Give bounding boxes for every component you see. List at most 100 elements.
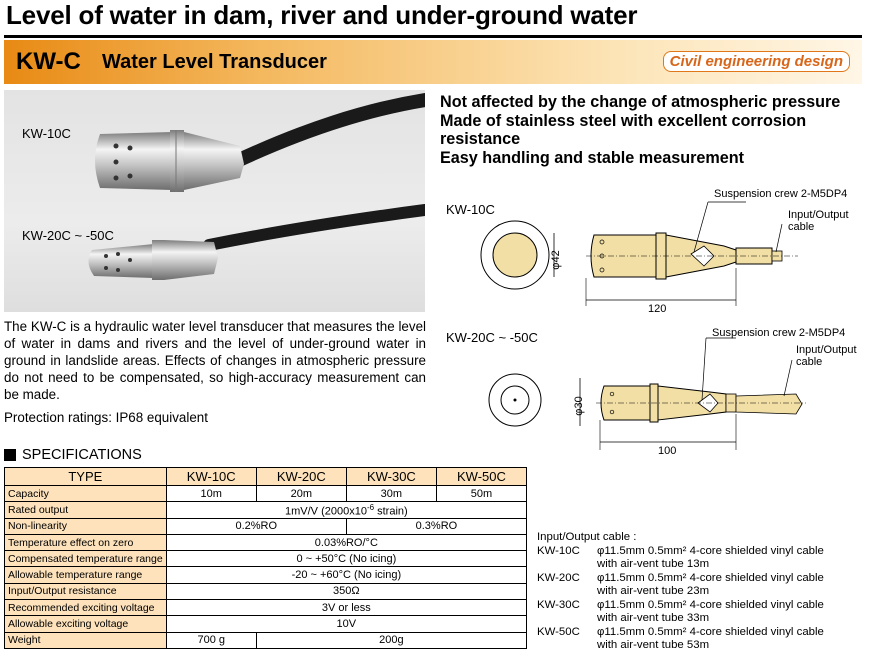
table-row: Non-linearity 0.2%RO 0.3%RO <box>4 517 528 535</box>
dimension-drawings: KW-10C φ42 120 Suspension crew 2-M5DP4 I… <box>436 180 866 465</box>
cable-desc: φ11.5mm 0.5mm² 4-core shielded vinyl cab… <box>597 572 867 599</box>
sensor-kw20c <box>88 240 218 280</box>
list-item: KW-10C φ11.5mm 0.5mm² 4-core shielded vi… <box>537 545 867 572</box>
suspension-label-kw10c: Suspension crew 2-M5DP4 <box>714 188 847 200</box>
cable-model: KW-50C <box>537 626 580 639</box>
cable-line2: with air-vent tube 53m <box>597 639 710 652</box>
cell: 0.2%RO <box>165 517 347 535</box>
table-row: Weight 700 g 200g <box>4 631 528 649</box>
cell: 0 ~ +50°C (No icing) <box>165 550 528 568</box>
title-rule <box>4 35 862 38</box>
drawing-model-kw10c: KW-10C <box>446 202 495 217</box>
row-label: Weight <box>4 631 167 649</box>
cable-model: KW-30C <box>537 598 580 611</box>
cable-desc: φ11.5mm 0.5mm² 4-core shielded vinyl cab… <box>597 599 867 626</box>
cell: 30m <box>345 484 437 503</box>
table-row: Capacity 10m 20m 30m 50m <box>4 484 528 503</box>
feature-item: Easy handling and stable measurement <box>440 148 745 167</box>
cell: 350Ω <box>165 582 528 601</box>
cable-line1: φ11.5mm 0.5mm² 4-core shielded vinyl cab… <box>597 544 824 557</box>
cell: 700 g <box>165 631 257 649</box>
rated-output-value: 1mV/V (2000x10 <box>285 505 367 518</box>
table-header-row: TYPE KW-10C KW-20C KW-30C KW-50C <box>4 467 528 486</box>
table-row: Rated output 1mV/V (2000x10-6 strain) <box>4 501 528 519</box>
cable-line2: with air-vent tube 33m <box>597 612 710 625</box>
length-kw10c: 120 <box>648 303 666 315</box>
cable-model: KW-20C <box>537 571 580 584</box>
length-kw20c: 100 <box>658 445 676 457</box>
io-label2-kw10c: cable <box>788 221 814 233</box>
feature-list: Not affected by the change of atmospheri… <box>440 93 865 167</box>
product-name: Water Level Transducer <box>102 51 327 73</box>
cable-info: Input/Output cable : KW-10C φ11.5mm 0.5m… <box>537 531 867 653</box>
page-title: Level of water in dam, river and under-g… <box>6 0 638 30</box>
header-model: KW-30C <box>345 467 437 486</box>
header-model: KW-20C <box>255 467 347 486</box>
table-row: Allowable temperature range -20 ~ +60°C … <box>4 566 528 584</box>
specifications-heading: SPECIFICATIONS <box>4 447 142 463</box>
table-row: Recommended exciting voltage 3V or less <box>4 599 528 617</box>
table-row: Allowable exciting voltage 10V <box>4 615 528 633</box>
row-label: Allowable exciting voltage <box>4 615 167 633</box>
drawing-model-kw20c: KW-20C ~ -50C <box>446 330 538 345</box>
cable-line2: with air-vent tube 13m <box>597 558 710 571</box>
cell: -20 ~ +60°C (No icing) <box>165 566 528 584</box>
rated-output-exponent: -6 <box>366 502 375 512</box>
cable-model: KW-10C <box>537 544 580 557</box>
sensor-kw10c <box>95 130 244 192</box>
header-model: KW-10C <box>165 467 257 486</box>
product-band: KW-C Water Level Transducer Civil engine… <box>4 40 862 84</box>
row-label: Capacity <box>4 484 167 503</box>
row-label: Recommended exciting voltage <box>4 599 167 617</box>
cell: 0.03%RO/°C <box>165 533 528 552</box>
specifications-heading-text: SPECIFICATIONS <box>22 447 142 463</box>
list-item: KW-30C φ11.5mm 0.5mm² 4-core shielded vi… <box>537 599 867 626</box>
category-badge: Civil engineering design <box>662 51 850 72</box>
cable-desc: φ11.5mm 0.5mm² 4-core shielded vinyl cab… <box>597 626 867 653</box>
cable-heading: Input/Output cable : <box>537 531 637 543</box>
cable-line1: φ11.5mm 0.5mm² 4-core shielded vinyl cab… <box>597 598 824 611</box>
photo-label-kw20c: KW-20C ~ -50C <box>22 228 114 243</box>
product-code: KW-C <box>16 48 81 75</box>
cable-lower <box>203 204 425 251</box>
rated-output-tail: strain) <box>374 505 408 518</box>
row-label: Allowable temperature range <box>4 566 167 584</box>
cell: 10V <box>165 615 528 633</box>
cell: 1mV/V (2000x10-6 strain) <box>165 501 528 519</box>
cable-line1: φ11.5mm 0.5mm² 4-core shielded vinyl cab… <box>597 571 824 584</box>
table-row: Input/Output resistance 350Ω <box>4 582 528 601</box>
suspension-label-kw20c: Suspension crew 2-M5DP4 <box>712 327 845 339</box>
list-item: KW-20C φ11.5mm 0.5mm² 4-core shielded vi… <box>537 572 867 599</box>
heading-square-icon <box>4 449 16 461</box>
diameter-kw10c: φ42 <box>550 250 562 269</box>
header-type: TYPE <box>4 467 167 486</box>
cell: 50m <box>435 484 528 503</box>
io-label2-kw20c: cable <box>796 356 822 368</box>
feature-item: Not affected by the change of atmospheri… <box>440 93 841 111</box>
row-label: Non-linearity <box>4 517 167 535</box>
table-row: Temperature effect on zero 0.03%RO/°C <box>4 533 528 552</box>
row-label: Input/Output resistance <box>4 582 167 601</box>
io-label-kw20c: Input/Output <box>796 344 857 356</box>
cell: 20m <box>255 484 347 503</box>
diameter-kw20c: φ30 <box>573 396 585 415</box>
cable-line2: with air-vent tube 23m <box>597 585 710 598</box>
specifications-table: TYPE KW-10C KW-20C KW-30C KW-50C Capacit… <box>4 467 528 649</box>
cable-upper <box>232 93 425 167</box>
cell: 10m <box>165 484 257 503</box>
io-label-kw10c: Input/Output <box>788 209 849 221</box>
cable-desc: φ11.5mm 0.5mm² 4-core shielded vinyl cab… <box>597 545 867 572</box>
header-model: KW-50C <box>435 467 528 486</box>
product-photo-drawing <box>88 93 425 280</box>
photo-label-kw10c: KW-10C <box>22 126 71 141</box>
row-label: Rated output <box>4 501 167 519</box>
cell: 0.3%RO <box>345 517 528 535</box>
product-photo: KW-10C KW-20C ~ -50C <box>4 90 425 312</box>
list-item: KW-50C φ11.5mm 0.5mm² 4-core shielded vi… <box>537 626 867 653</box>
description: The KW-C is a hydraulic water level tran… <box>4 319 426 402</box>
row-label: Temperature effect on zero <box>4 533 167 552</box>
table-row: Compensated temperature range 0 ~ +50°C … <box>4 550 528 568</box>
feature-item: Made of stainless steel with excellent c… <box>440 111 807 149</box>
cable-line1: φ11.5mm 0.5mm² 4-core shielded vinyl cab… <box>597 626 824 639</box>
protection-rating: Protection ratings: IP68 equivalent <box>4 410 208 425</box>
